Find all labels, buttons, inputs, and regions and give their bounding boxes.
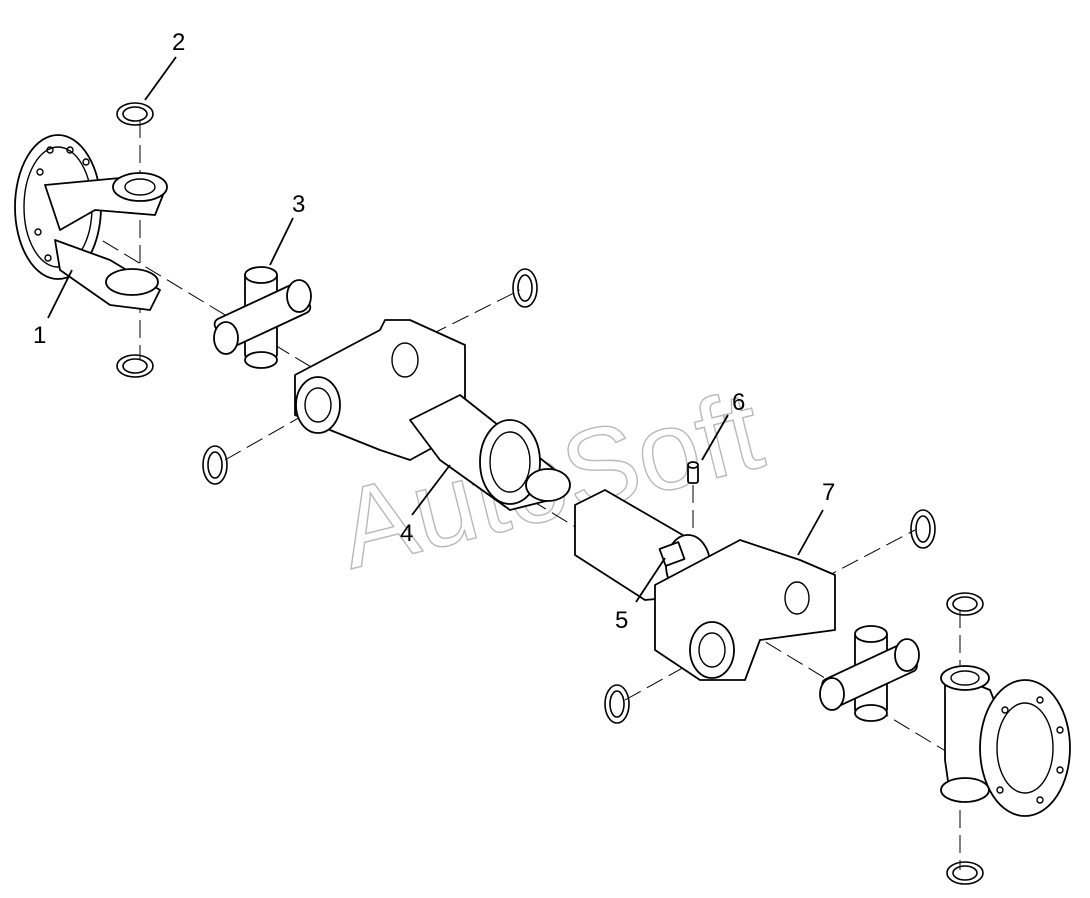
slip-yoke-shaft bbox=[294, 319, 571, 511]
flange-yoke-right bbox=[940, 665, 1071, 817]
callout-3: 3 bbox=[292, 191, 305, 218]
universal-joint-cross-left bbox=[213, 266, 312, 369]
flange-yoke-left bbox=[14, 134, 168, 311]
snap-ring-2 bbox=[116, 102, 154, 126]
snap-ring-left-bottom bbox=[116, 354, 154, 378]
callout-6: 6 bbox=[732, 389, 745, 416]
tube-yoke-right bbox=[654, 539, 836, 681]
universal-joint-cross-right bbox=[819, 625, 920, 722]
snap-ring-left-mid bbox=[202, 445, 228, 485]
callout-5: 5 bbox=[615, 607, 628, 634]
callout-2: 2 bbox=[172, 29, 185, 56]
callout-1: 1 bbox=[33, 322, 46, 349]
snap-ring-right-mid bbox=[910, 509, 936, 549]
callout-7: 7 bbox=[822, 479, 835, 506]
snap-ring-lower-left bbox=[604, 684, 630, 724]
leader-lines bbox=[47, 56, 824, 603]
callout-4: 4 bbox=[400, 520, 413, 547]
grease-fitting bbox=[687, 461, 699, 484]
snap-ring-upper-yoke bbox=[512, 268, 538, 308]
snap-ring-right-bottom bbox=[946, 861, 984, 885]
snap-ring-right-top bbox=[946, 592, 984, 616]
